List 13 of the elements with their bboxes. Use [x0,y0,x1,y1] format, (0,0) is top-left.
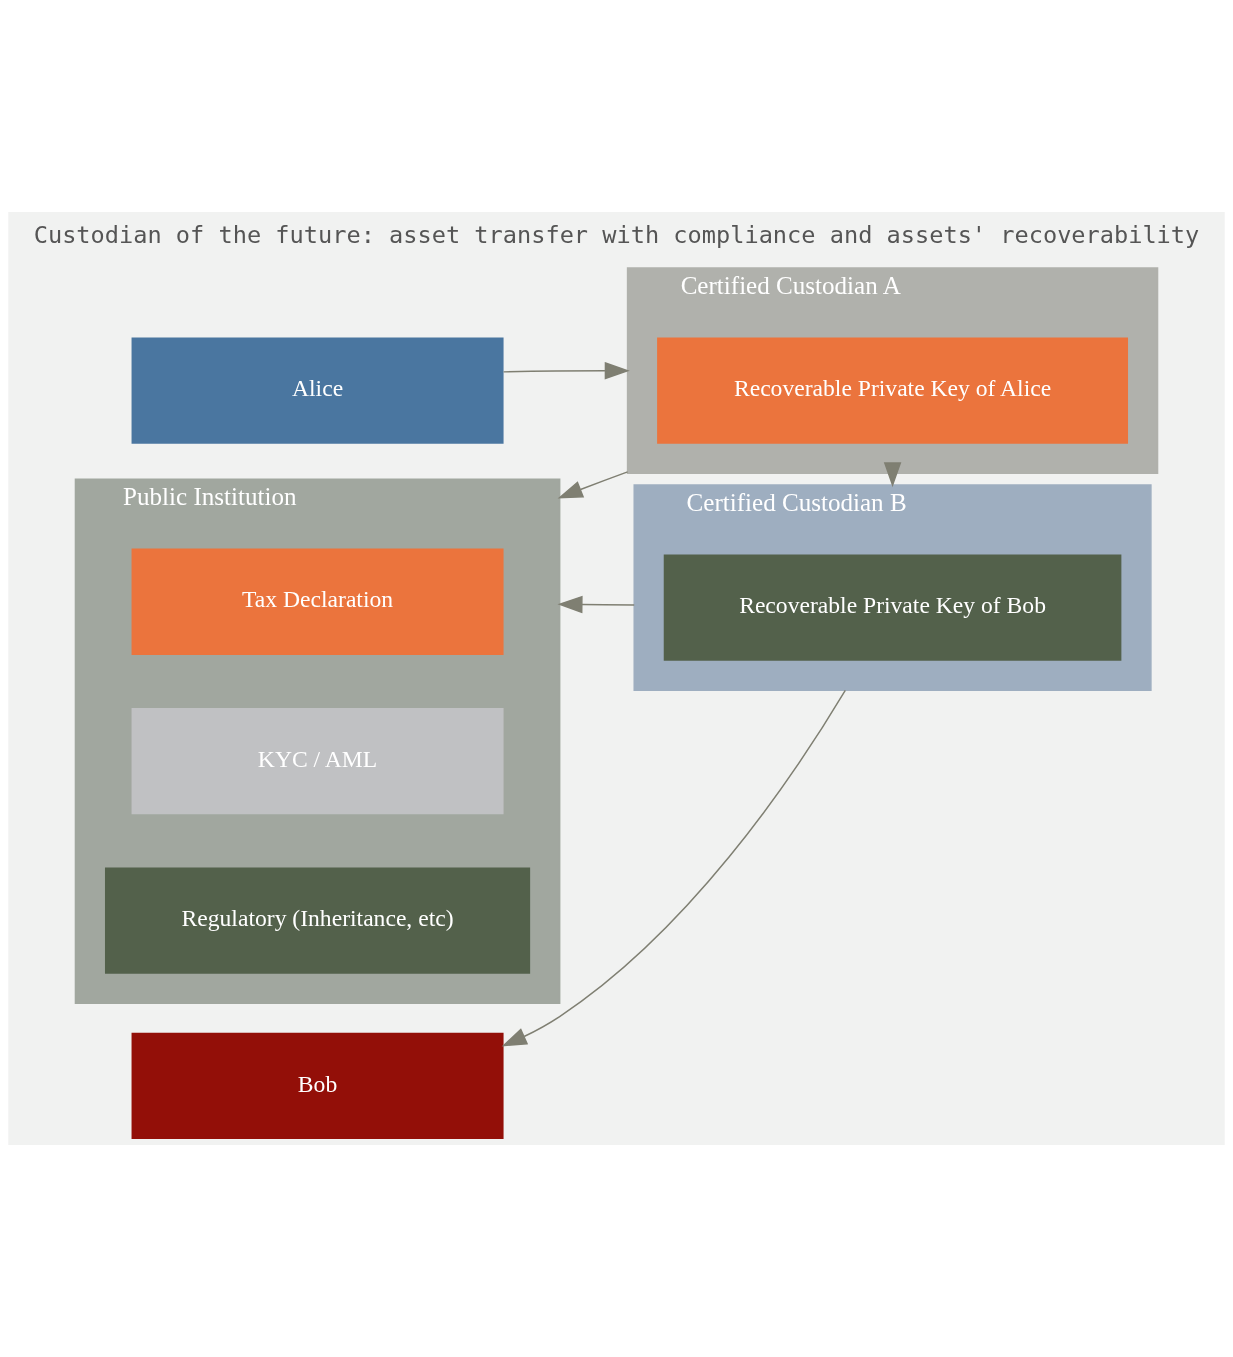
diagram-title: Custodian of the future: asset transfer with compliance and assets' recoverability [33,220,1200,249]
arrow [557,471,629,499]
node-box: KYC / AML [131,708,504,815]
node-box: Recoverable Private Key of Bob [663,554,1122,661]
node-box: Bob [131,1032,504,1140]
node-box: Recoverable Private Key of Alice [657,337,1129,444]
arrow [502,361,630,380]
arrow [501,689,847,1047]
arrow [557,595,635,614]
node-box: Tax Declaration [131,548,504,655]
node-box: Alice [131,337,504,444]
arrow [883,462,902,488]
node-box: Regulatory (Inheritance, etc) [104,867,531,974]
